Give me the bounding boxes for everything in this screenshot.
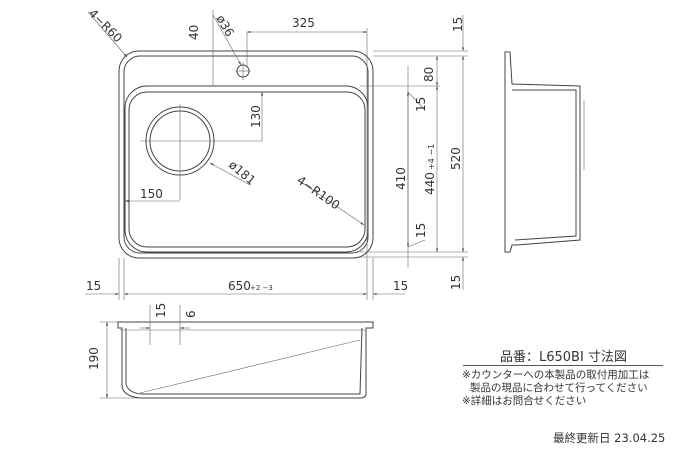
dim-r60: 4−R60 — [86, 6, 125, 45]
bowl-inner — [128, 91, 366, 248]
dim-15-flange: 15 — [154, 303, 168, 318]
side-view — [504, 51, 585, 253]
dim-440-tol: +4 −1 — [427, 144, 436, 170]
top-view — [118, 50, 374, 259]
dim-15-right: 15 — [393, 279, 408, 293]
dim-r100: 4−R100 — [294, 173, 342, 213]
dim-150: 150 — [140, 187, 163, 201]
dim-650-tol: +2 −3 — [250, 284, 273, 292]
model-title: 品番：L650BI 寸法図 — [500, 350, 627, 365]
title-divider — [463, 365, 663, 366]
dim-190: 190 — [87, 347, 101, 370]
dim-181: ø181 — [226, 158, 258, 188]
dim-36: ø36 — [213, 13, 236, 40]
dim-650: 650 — [228, 279, 251, 293]
dim-15-bottom: 15 — [449, 275, 463, 290]
dim-410: 410 — [394, 167, 408, 190]
dim-15-upper: 15 — [414, 97, 428, 112]
bowl-outer — [124, 85, 369, 253]
note-1: ※カウンターへの本製品の取付用加工は — [462, 369, 650, 381]
note-2: 製品の現品に合わせて行ってください — [470, 382, 648, 394]
dim-6: 6 — [184, 310, 198, 318]
dim-130: 130 — [249, 105, 263, 128]
outer-rim — [118, 50, 374, 259]
dim-440: 440 — [423, 172, 437, 195]
front-view — [100, 305, 374, 399]
dim-325: 325 — [292, 16, 315, 30]
dim-15-top: 15 — [451, 17, 465, 32]
dim-80: 80 — [422, 67, 436, 82]
note-3: ※詳細はお問合せください — [462, 395, 587, 407]
dim-15-lower: 15 — [414, 223, 428, 238]
dim-40: 40 — [187, 25, 201, 40]
dim-15-left: 15 — [86, 279, 101, 293]
last-updated: 最終更新日 23.04.25 — [553, 431, 666, 445]
dim-520: 520 — [449, 147, 463, 170]
